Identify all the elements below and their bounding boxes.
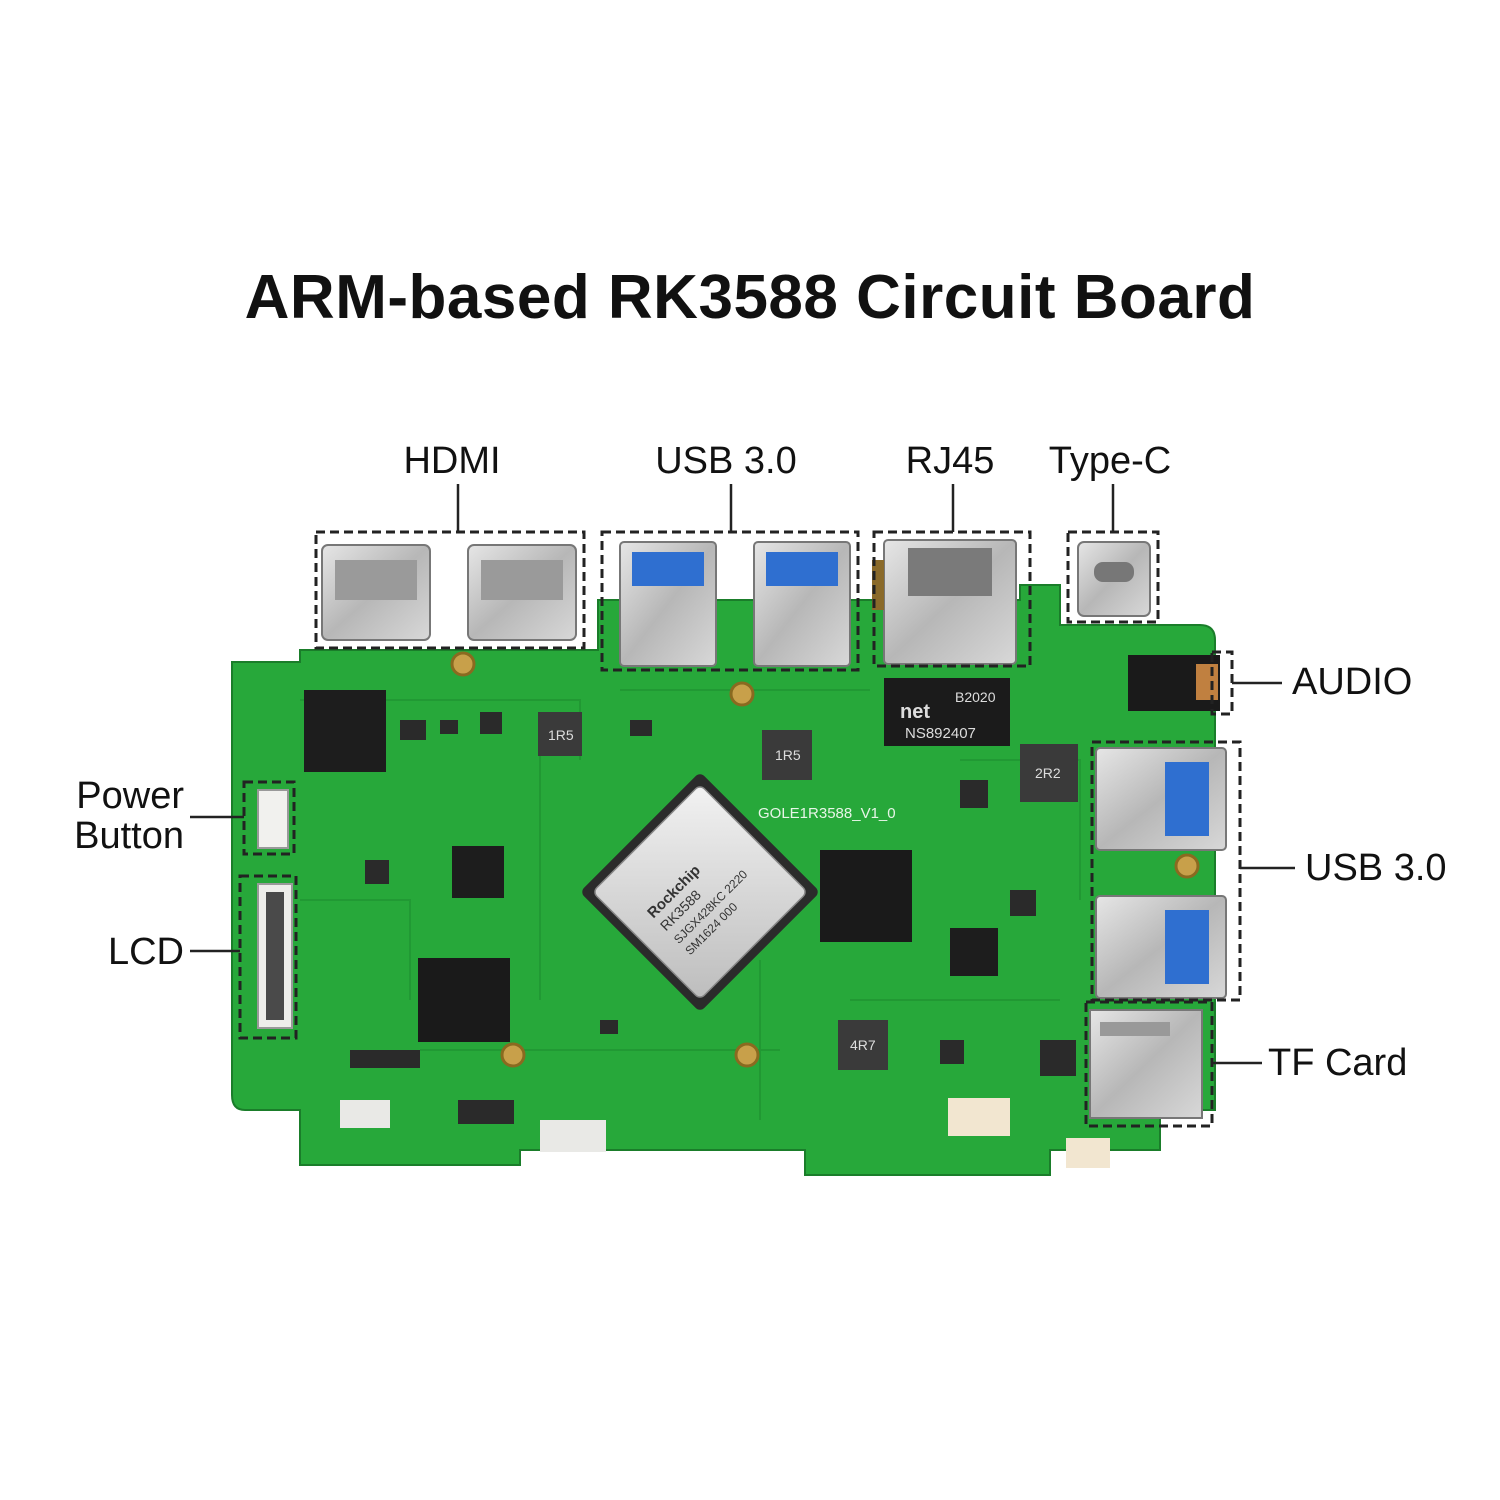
magjack-chip: B2020 net NS892407 bbox=[884, 678, 1010, 746]
inductor-1 bbox=[538, 712, 582, 756]
page-title: ARM-based RK3588 Circuit Board bbox=[244, 263, 1256, 332]
memory-chip-right bbox=[820, 850, 912, 942]
wifi-chip bbox=[304, 690, 386, 772]
label-hdmi: HDMI bbox=[403, 440, 501, 482]
hub-chip bbox=[950, 928, 998, 976]
inductor-2 bbox=[762, 730, 812, 780]
label-audio: AUDIO bbox=[1292, 661, 1413, 703]
hdmi-callout-box bbox=[314, 530, 586, 650]
inductor-3-text: 2R2 bbox=[1035, 765, 1061, 781]
inductor-4 bbox=[838, 1020, 888, 1070]
label-tf-card: TF Card bbox=[1268, 1042, 1408, 1084]
label-type-c: Type-C bbox=[1048, 440, 1172, 482]
type-c-port bbox=[1077, 541, 1151, 617]
inductor-3 bbox=[1020, 744, 1078, 802]
rj45-port bbox=[872, 539, 1017, 665]
magjack-text-1: B2020 bbox=[955, 689, 996, 705]
hdmi-port-2 bbox=[467, 544, 577, 641]
label-usb-right: USB 3.0 bbox=[1305, 847, 1447, 889]
usb-port-right-2 bbox=[1095, 895, 1227, 999]
tf-card-slot bbox=[1089, 1009, 1203, 1119]
label-power-line1: Power bbox=[76, 775, 184, 817]
memory-chip-left bbox=[418, 958, 510, 1042]
label-usb-top: USB 3.0 bbox=[655, 440, 797, 482]
board-name: GOLE1R3588_V1_0 bbox=[758, 805, 896, 822]
usb-port-top-1 bbox=[619, 541, 717, 667]
magjack-text-3: NS892407 bbox=[905, 725, 976, 742]
label-power-line2: Button bbox=[74, 815, 184, 857]
inductor-4-text: 4R7 bbox=[850, 1037, 876, 1053]
power-button-connector bbox=[257, 789, 289, 849]
inductor-1-text: 1R5 bbox=[548, 727, 574, 743]
usb-right-callout-box bbox=[1090, 740, 1242, 1002]
inductor-2-text: 1R5 bbox=[775, 747, 801, 763]
pmic-chip bbox=[452, 846, 504, 898]
hdmi-port-1 bbox=[321, 544, 431, 641]
audio-jack bbox=[1128, 655, 1220, 711]
power-button-callout-box bbox=[242, 780, 296, 856]
label-lcd: LCD bbox=[107, 931, 184, 973]
rk3588-soc bbox=[582, 774, 818, 1010]
usb-port-right-1 bbox=[1095, 747, 1227, 851]
magjack-text-2: net bbox=[900, 701, 930, 723]
usb-port-top-2 bbox=[753, 541, 851, 667]
label-rj45: RJ45 bbox=[905, 440, 995, 482]
lcd-callout-box bbox=[238, 874, 298, 1040]
